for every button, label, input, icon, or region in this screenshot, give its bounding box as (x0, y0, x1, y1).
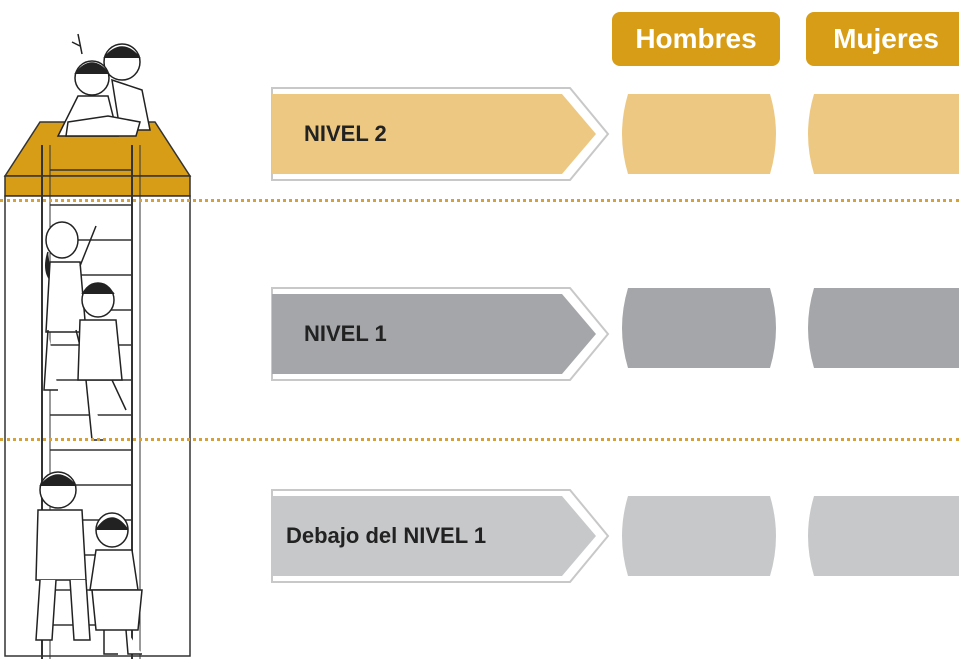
cell-debajo-nivel-1-mujeres (806, 496, 959, 576)
level-label: Debajo del NIVEL 1 (286, 523, 487, 548)
level-label: NIVEL 1 (304, 321, 387, 346)
level-label: NIVEL 2 (304, 121, 387, 146)
level-divider-top (0, 199, 959, 202)
cell-debajo-nivel-1-hombres (620, 496, 780, 576)
level-arrow-nivel-2: NIVEL 2 (270, 86, 610, 182)
level-arrow-nivel-1: NIVEL 1 (270, 286, 610, 382)
children-climbing-ladder-illustration (0, 30, 200, 659)
level-arrow-debajo-nivel-1: Debajo del NIVEL 1 (270, 488, 610, 584)
cell-nivel-1-hombres (620, 288, 780, 368)
mujeres-column-header: Mujeres (806, 12, 959, 66)
cell-nivel-2-mujeres (806, 94, 959, 174)
hombres-column-header: Hombres (612, 12, 780, 66)
cell-nivel-2-hombres (620, 94, 780, 174)
cell-nivel-1-mujeres (806, 288, 959, 368)
level-divider-bottom (0, 438, 959, 441)
